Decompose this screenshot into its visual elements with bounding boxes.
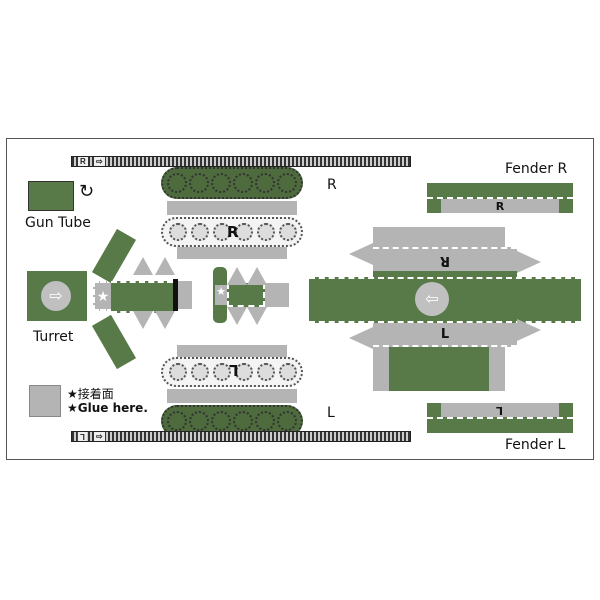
- hull-top-flap: [373, 227, 505, 247]
- side-r-part: R: [157, 167, 307, 259]
- fender-r-part: [427, 183, 573, 199]
- fender-r-glue: R: [441, 199, 559, 213]
- arrow-right-icon: ⇨: [94, 432, 105, 441]
- hull-l-mark: L: [440, 326, 450, 342]
- front-deck: [227, 283, 265, 307]
- turret-roof: [111, 281, 173, 313]
- turret-side-upper: [91, 228, 137, 284]
- fender-r-label: Fender R: [505, 161, 568, 177]
- arrow-right-icon: ⇨: [49, 288, 63, 305]
- turret-hatch: ⇨: [41, 281, 71, 311]
- star-icon: ★: [96, 287, 110, 304]
- hull-side-l: L: [373, 323, 517, 347]
- side-r-mark: R: [227, 223, 239, 241]
- fender-l-label: Fender L: [505, 437, 566, 453]
- turret-label: Turret: [33, 329, 74, 345]
- hull-hatch: ⇦: [415, 282, 449, 316]
- track-strip-l: L ⇨: [71, 431, 411, 442]
- glue-legend-swatch: [29, 385, 61, 417]
- gun-tube-part: [28, 181, 74, 211]
- star-icon: ★: [216, 286, 226, 298]
- arrow-left-icon: ⇦: [425, 291, 439, 308]
- track-l-mark: L: [78, 432, 87, 441]
- arrow-right-icon: ⇨: [94, 157, 105, 166]
- track-strip-r: R ⇨: [71, 156, 411, 167]
- side-l-mark: L: [229, 361, 239, 379]
- side-l-part: L: [157, 345, 307, 437]
- fender-r-mark: R: [495, 199, 505, 213]
- track-r-mark: R: [78, 157, 88, 166]
- fender-l-mark: L: [496, 403, 504, 417]
- side-r-label: R: [327, 177, 337, 193]
- fender-l-part: [427, 417, 573, 433]
- turret-star-panel: ★: [93, 281, 113, 311]
- papercraft-sheet: R ⇨ ↻ Gun Tube R R ⇨ ★ Turret ★: [6, 138, 594, 460]
- turret-side-lower: [91, 314, 137, 370]
- hull-side-r: R: [373, 247, 517, 279]
- side-l-label: L: [327, 405, 335, 421]
- fender-l-glue: L: [441, 403, 559, 417]
- glue-legend-jp: ★接着面: [67, 387, 114, 401]
- rotate-icon: ↻: [79, 181, 95, 202]
- glue-legend-en: ★Glue here.: [67, 401, 148, 415]
- gun-tube-label: Gun Tube: [25, 215, 91, 231]
- hull-r-mark: R: [439, 252, 450, 268]
